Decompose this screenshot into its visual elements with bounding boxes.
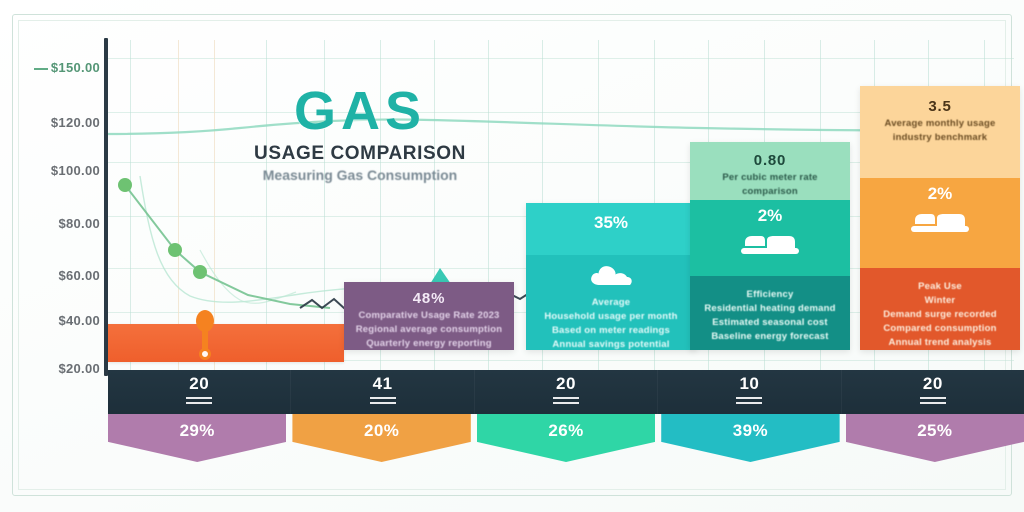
card-green-line-4: Estimated seasonal cost xyxy=(712,317,828,328)
page-title: GAS xyxy=(293,81,427,141)
card-green-line-5: Baseline energy forecast xyxy=(711,331,829,342)
bed-icon xyxy=(860,206,1020,245)
chevron-tab-3-label: 39% xyxy=(732,421,769,440)
card-orange-line-2: Peak Use xyxy=(918,281,962,292)
chevron-tab-4[interactable]: 25% xyxy=(845,414,1024,462)
stat-rule-icon xyxy=(186,397,213,399)
card-green-body-band: 2% xyxy=(690,200,850,276)
stat-cell-0[interactable]: 20 xyxy=(108,370,292,414)
card-orange-line-4: Demand surge recorded xyxy=(883,309,997,320)
stat-rule-icon xyxy=(736,402,763,404)
card-teal-line-3: Annual savings potential xyxy=(552,339,670,350)
stat-rule-icon xyxy=(553,397,580,399)
card-purple-line-0: Comparative Usage Rate 2023 xyxy=(358,310,500,321)
location-pin-icon xyxy=(196,310,214,360)
page-subtitle: USAGE COMPARISON xyxy=(254,143,466,165)
y-tick-4: $60.00 xyxy=(58,268,100,283)
stat-rule-icon xyxy=(369,397,396,399)
stat-card-green[interactable]: 0.80 Per cubic meter rate comparison 2% … xyxy=(690,142,850,350)
stat-value-4: 20 xyxy=(922,374,943,393)
card-green-title: 0.80 xyxy=(753,152,787,169)
card-orange-footer-band: Peak Use Winter Demand surge recorded Co… xyxy=(860,268,1020,350)
stat-value-2: 20 xyxy=(556,374,576,393)
chevron-tab-4-label: 25% xyxy=(917,421,953,440)
stat-rule-icon xyxy=(553,402,580,404)
stat-card-purple[interactable]: 48% Comparative Usage Rate 2023 Regional… xyxy=(344,282,514,350)
stat-card-teal[interactable]: 35% Average Household usage per month Ba… xyxy=(526,203,696,350)
stat-cell-4[interactable]: 20 xyxy=(842,370,1024,414)
y-tick-0: $150.00 xyxy=(8,60,100,75)
card-purple-line-1: Regional average consumption xyxy=(355,324,503,335)
stat-value-3: 10 xyxy=(739,374,760,393)
orange-value-bar xyxy=(108,324,344,362)
card-green-line-3: Residential heating demand xyxy=(704,303,836,314)
stat-value-0: 20 xyxy=(189,374,210,393)
chevron-tab-2-label: 26% xyxy=(548,421,584,440)
card-teal-line-2: Based on meter readings xyxy=(551,325,671,336)
card-orange-title: 3.5 xyxy=(928,98,952,115)
card-green-line-1: comparison xyxy=(742,186,798,197)
card-orange-percent: 2% xyxy=(927,184,953,203)
chart-title-block: GAS USAGE COMPARISON Measuring Gas Consu… xyxy=(190,81,530,184)
card-teal-line-1: Household usage per month xyxy=(544,311,678,322)
y-tick-3: $80.00 xyxy=(58,216,100,231)
cloud-icon xyxy=(526,261,696,294)
card-purple-title: 48% xyxy=(412,290,446,307)
stat-cell-1[interactable]: 41 xyxy=(291,370,475,414)
stat-cell-3[interactable]: 10 xyxy=(658,370,842,414)
y-axis-line xyxy=(104,38,108,376)
legend-dash-icon xyxy=(33,67,48,70)
stat-rule-icon xyxy=(736,397,763,399)
card-green-header-band: 0.80 Per cubic meter rate comparison xyxy=(690,142,850,200)
stat-summary-bar: 20 41 20 10 20 xyxy=(108,370,1024,414)
card-orange-line-1: industry benchmark xyxy=(892,132,988,143)
card-teal-header-band: 35% xyxy=(526,203,696,255)
chevron-tab-1-label: 20% xyxy=(363,421,400,440)
y-axis-labels: $150.00 $120.00 $100.00 $80.00 $60.00 $4… xyxy=(0,0,100,420)
stat-card-orange[interactable]: 3.5 Average monthly usage industry bench… xyxy=(860,86,1020,350)
card-teal-percent: 35% xyxy=(593,213,629,232)
y-tick-5: $40.00 xyxy=(58,313,100,328)
stat-cell-2[interactable]: 20 xyxy=(475,370,659,414)
chevron-tab-0-label: 29% xyxy=(179,421,215,440)
card-orange-body-band: 2% xyxy=(860,178,1020,268)
chevron-tab-2[interactable]: 26% xyxy=(476,414,656,462)
stat-value-1: 41 xyxy=(372,374,393,393)
card-orange-line-0: Average monthly usage xyxy=(884,118,996,129)
card-teal-body-band: Average Household usage per month Based … xyxy=(526,255,696,350)
card-purple-line-2: Quarterly energy reporting xyxy=(366,338,492,349)
card-green-line-2: Efficiency xyxy=(746,289,794,300)
stat-rule-icon xyxy=(186,402,213,404)
y-tick-2: $100.00 xyxy=(50,163,100,178)
chevron-tab-3[interactable]: 39% xyxy=(661,414,840,462)
card-green-footer-band: Efficiency Residential heating demand Es… xyxy=(690,276,850,350)
card-orange-line-3: Winter xyxy=(924,295,956,306)
page-caption: Measuring Gas Consumption xyxy=(262,167,458,184)
chevron-tab-row: 29% 20% 26% 39% 25% xyxy=(108,414,1024,462)
stat-rule-icon xyxy=(919,402,946,404)
stat-rule-icon xyxy=(919,397,946,399)
card-orange-header-band: 3.5 Average monthly usage industry bench… xyxy=(860,86,1020,178)
card-orange-line-5: Compared consumption xyxy=(883,323,997,334)
y-tick-6: $20.00 xyxy=(58,361,100,376)
chevron-tab-1[interactable]: 20% xyxy=(292,414,471,462)
card-green-line-0: Per cubic meter rate xyxy=(722,172,818,183)
card-green-percent: 2% xyxy=(757,206,783,225)
bed-icon xyxy=(690,228,850,267)
chevron-tab-0[interactable]: 29% xyxy=(108,414,287,462)
card-teal-line-0: Average xyxy=(591,297,631,308)
card-orange-line-6: Annual trend analysis xyxy=(888,337,992,348)
stat-rule-icon xyxy=(369,402,396,404)
y-tick-1: $120.00 xyxy=(50,115,100,130)
